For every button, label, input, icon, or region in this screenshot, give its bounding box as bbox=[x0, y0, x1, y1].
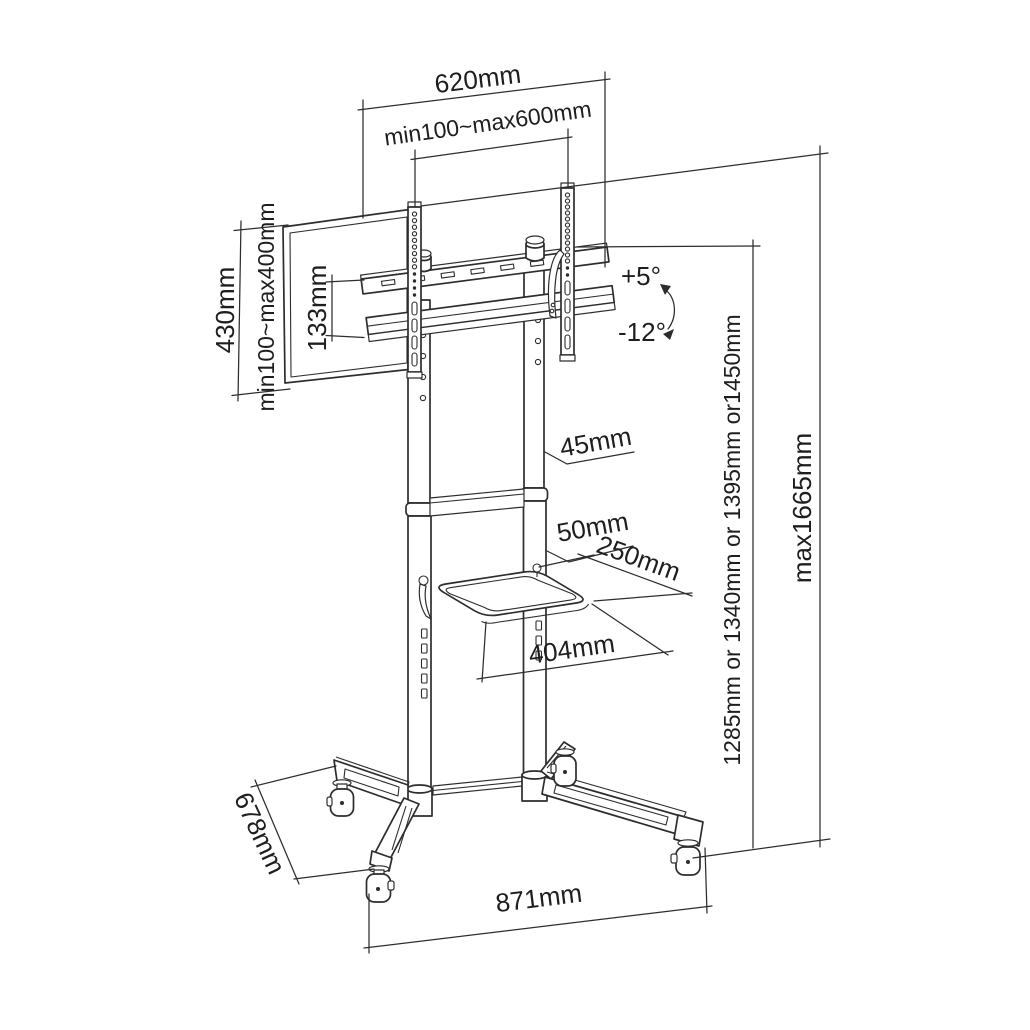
caster-front-left bbox=[365, 865, 395, 903]
shelf-hook-left bbox=[418, 575, 432, 620]
label-rail-width: 620mm bbox=[433, 59, 523, 99]
label-panel-height: 430mm bbox=[210, 267, 240, 354]
dim-rail-gap bbox=[325, 274, 365, 342]
label-tilt-up: +5° bbox=[621, 261, 661, 291]
tilt-knob-right bbox=[525, 235, 545, 262]
leg-front-left bbox=[369, 797, 420, 872]
vesa-holes-left bbox=[411, 211, 418, 297]
label-shelf-depth: 250mm bbox=[593, 529, 685, 587]
shelf-hook-rear bbox=[532, 563, 542, 577]
vesa-bracket-right bbox=[559, 182, 576, 362]
label-max-height: max1665mm bbox=[787, 433, 817, 583]
column-back-panel bbox=[427, 301, 530, 509]
dim-vesa-width bbox=[410, 128, 573, 207]
vesa-bracket-left bbox=[406, 201, 423, 379]
label-vesa-height: min100~max400mm bbox=[253, 202, 279, 411]
tilt-arc bbox=[660, 284, 675, 340]
base-stretcher bbox=[432, 776, 523, 796]
vesa-holes-right bbox=[564, 192, 571, 277]
label-upper-column: 45mm bbox=[557, 421, 633, 463]
label-rail-gap: 133mm bbox=[302, 265, 332, 352]
right-column bbox=[520, 267, 549, 779]
column-adjustment-slots bbox=[420, 620, 543, 699]
label-vesa-width: min100~max600mm bbox=[382, 96, 593, 151]
caster-front-right bbox=[670, 839, 701, 876]
leader-lower-column bbox=[546, 545, 634, 563]
dim-rail-width bbox=[357, 71, 611, 268]
label-base-depth: 678mm bbox=[228, 787, 292, 878]
dim-shelf-width bbox=[476, 603, 674, 683]
upper-stretcher bbox=[429, 488, 525, 517]
dim-column-height bbox=[576, 239, 761, 849]
shelf bbox=[418, 563, 589, 624]
label-base-width: 871mm bbox=[494, 878, 584, 918]
label-column-height: 1285mm or 1340mm or 1395mm or1450mm bbox=[719, 314, 745, 765]
caster-rear-right bbox=[550, 748, 577, 787]
dim-shelf-depth bbox=[538, 553, 693, 602]
base bbox=[326, 741, 704, 903]
dim-panel-height bbox=[231, 220, 291, 402]
leader-upper-column bbox=[544, 451, 635, 465]
vesa-slots-left bbox=[411, 301, 418, 367]
tilt-lock-lever bbox=[547, 249, 565, 319]
dim-base-depth bbox=[250, 765, 375, 885]
dim-base-width bbox=[363, 847, 713, 954]
caster-rear-left bbox=[326, 779, 355, 817]
leg-front-right bbox=[541, 771, 704, 847]
dim-max-height bbox=[420, 145, 831, 859]
vesa-slots-right bbox=[564, 280, 571, 350]
dimension-lines bbox=[231, 71, 831, 954]
label-tilt-down: -12° bbox=[618, 317, 666, 347]
